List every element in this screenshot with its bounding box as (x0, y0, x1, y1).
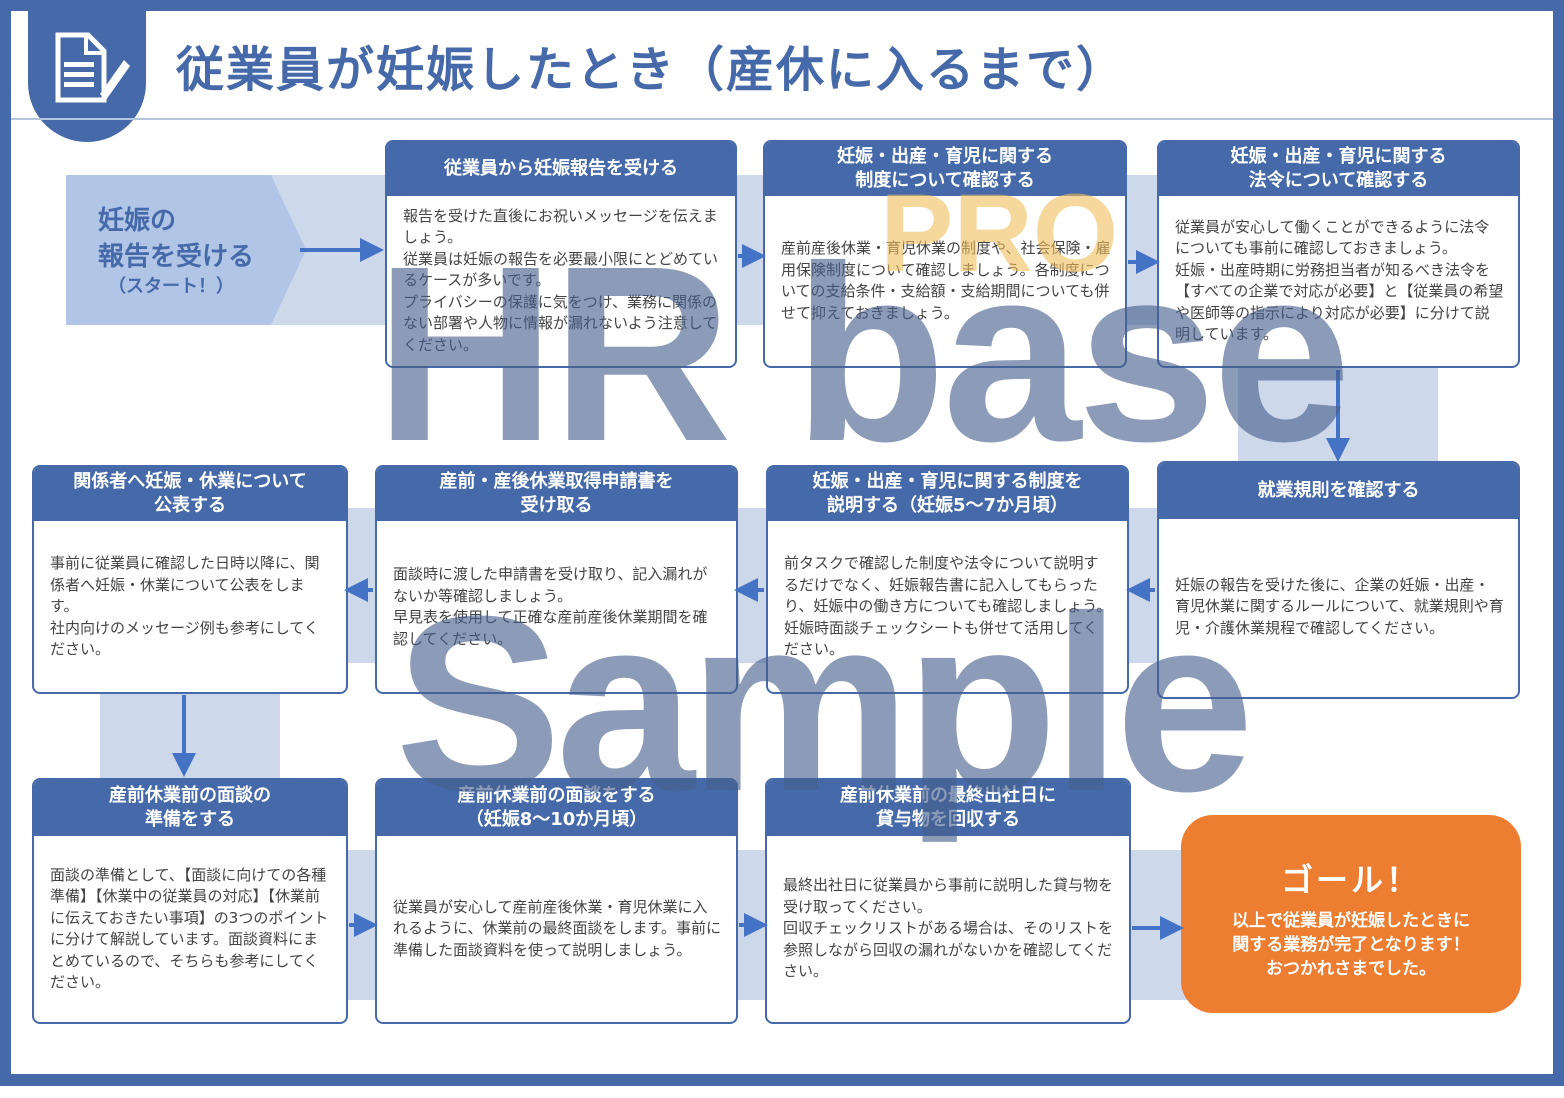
step-card-7: 関係者へ妊娠・休業について 公表する 事前に従業員に確認した日時以降に、関係者へ… (32, 465, 348, 694)
step-body: 事前に従業員に確認した日時以降に、関係者へ妊娠・休業について公表をします。 社内… (50, 554, 320, 659)
title-divider (11, 118, 1553, 120)
page-title: 従業員が妊娠したとき（産休に入るまで） (176, 42, 1127, 98)
step-title: 妊娠・出産・育児に関する 制度について確認する (765, 142, 1125, 196)
step-title: 妊娠・出産・育児に関する制度を 説明する（妊娠5～7か月頃） (768, 467, 1127, 521)
step-body: 報告を受けた直後にお祝いメッセージを伝えましょう。 従業員は妊娠の報告を必要最小… (403, 206, 719, 354)
step-body: 産前産後休業・育児休業の制度や、社会保険・雇用保険制度について確認しましょう。各… (781, 239, 1111, 322)
step-card-8: 産前休業前の面談の 準備をする 面談の準備として、【面談に向けての各種準備】【休… (32, 778, 348, 1024)
start-node: 妊娠の報告を受ける （スタート！） (66, 175, 306, 325)
step-card-1: 従業員から妊娠報告を受ける 報告を受けた直後にお祝いメッセージを伝えましょう。 … (385, 140, 737, 368)
start-title: 報告を受ける (98, 242, 255, 272)
step-title: 従業員から妊娠報告を受ける (387, 142, 735, 196)
step-card-5: 妊娠・出産・育児に関する制度を 説明する（妊娠5～7か月頃） 前タスクで確認した… (766, 465, 1129, 694)
document-pen-icon (55, 32, 130, 103)
step-card-6: 産前・産後休業取得申請書を 受け取る 面談時に渡した申請書を受け取り、記入漏れが… (375, 465, 738, 694)
step-title: 関係者へ妊娠・休業について 公表する (34, 467, 346, 521)
start-title: 妊娠の (98, 206, 177, 236)
step-card-2: 妊娠・出産・育児に関する 制度について確認する 産前産後休業・育児休業の制度や、… (763, 140, 1127, 368)
step-title: 就業規則を確認する (1159, 463, 1518, 519)
step-body: 面談時に渡した申請書を受け取り、記入漏れがないか等確認しましょう。 早見表を使用… (393, 565, 708, 648)
step-title: 産前休業前の面談をする （妊娠8～10か月頃） (377, 780, 736, 836)
step-body: 従業員が安心して働くことができるように法令についても事前に確認しておきましょう。… (1175, 217, 1504, 344)
step-card-3: 妊娠・出産・育児に関する 法令について確認する 従業員が安心して働くことができる… (1157, 140, 1520, 368)
step-card-9: 産前休業前の面談をする （妊娠8～10か月頃） 従業員が安心して産前産後休業・育… (375, 778, 738, 1024)
step-body: 最終出社日に従業員から事前に説明した貸与物を受け取ってください。 回収チェックリ… (783, 876, 1114, 981)
step-body: 妊娠の報告を受けた後に、企業の妊娠・出産・育児休業に関するルールについて、就業規… (1175, 575, 1504, 637)
step-title: 妊娠・出産・育児に関する 法令について確認する (1159, 142, 1518, 196)
step-title: 産前休業前の最終出社日に 貸与物を回収する (767, 780, 1129, 836)
goal-node: ゴール！ 以上で従業員が妊娠したときに 関する業務が完了となります！ おつかれさ… (1181, 815, 1521, 1013)
step-body: 従業員が安心して産前産後休業・育児休業に入れるように、休業前の最終面談をします。… (393, 897, 722, 959)
goal-message: 以上で従業員が妊娠したときに 関する業務が完了となります！ おつかれさまでした。 (1232, 911, 1470, 979)
step-card-10: 産前休業前の最終出社日に 貸与物を回収する 最終出社日に従業員から事前に説明した… (765, 778, 1131, 1024)
step-title: 産前・産後休業取得申請書を 受け取る (377, 467, 736, 521)
step-card-4: 就業規則を確認する 妊娠の報告を受けた後に、企業の妊娠・出産・育児休業に関するル… (1157, 461, 1520, 699)
step-body: 前タスクで確認した制度や法令について説明するだけでなく、妊娠報告書に記入してもら… (784, 554, 1112, 659)
step-body: 面談の準備として、【面談に向けての各種準備】【休業中の従業員の対応】【休業前に伝… (50, 865, 329, 992)
step-title: 産前休業前の面談の 準備をする (34, 780, 346, 836)
goal-title: ゴール！ (1280, 861, 1421, 899)
start-subtitle: （スタート！） (108, 276, 234, 297)
